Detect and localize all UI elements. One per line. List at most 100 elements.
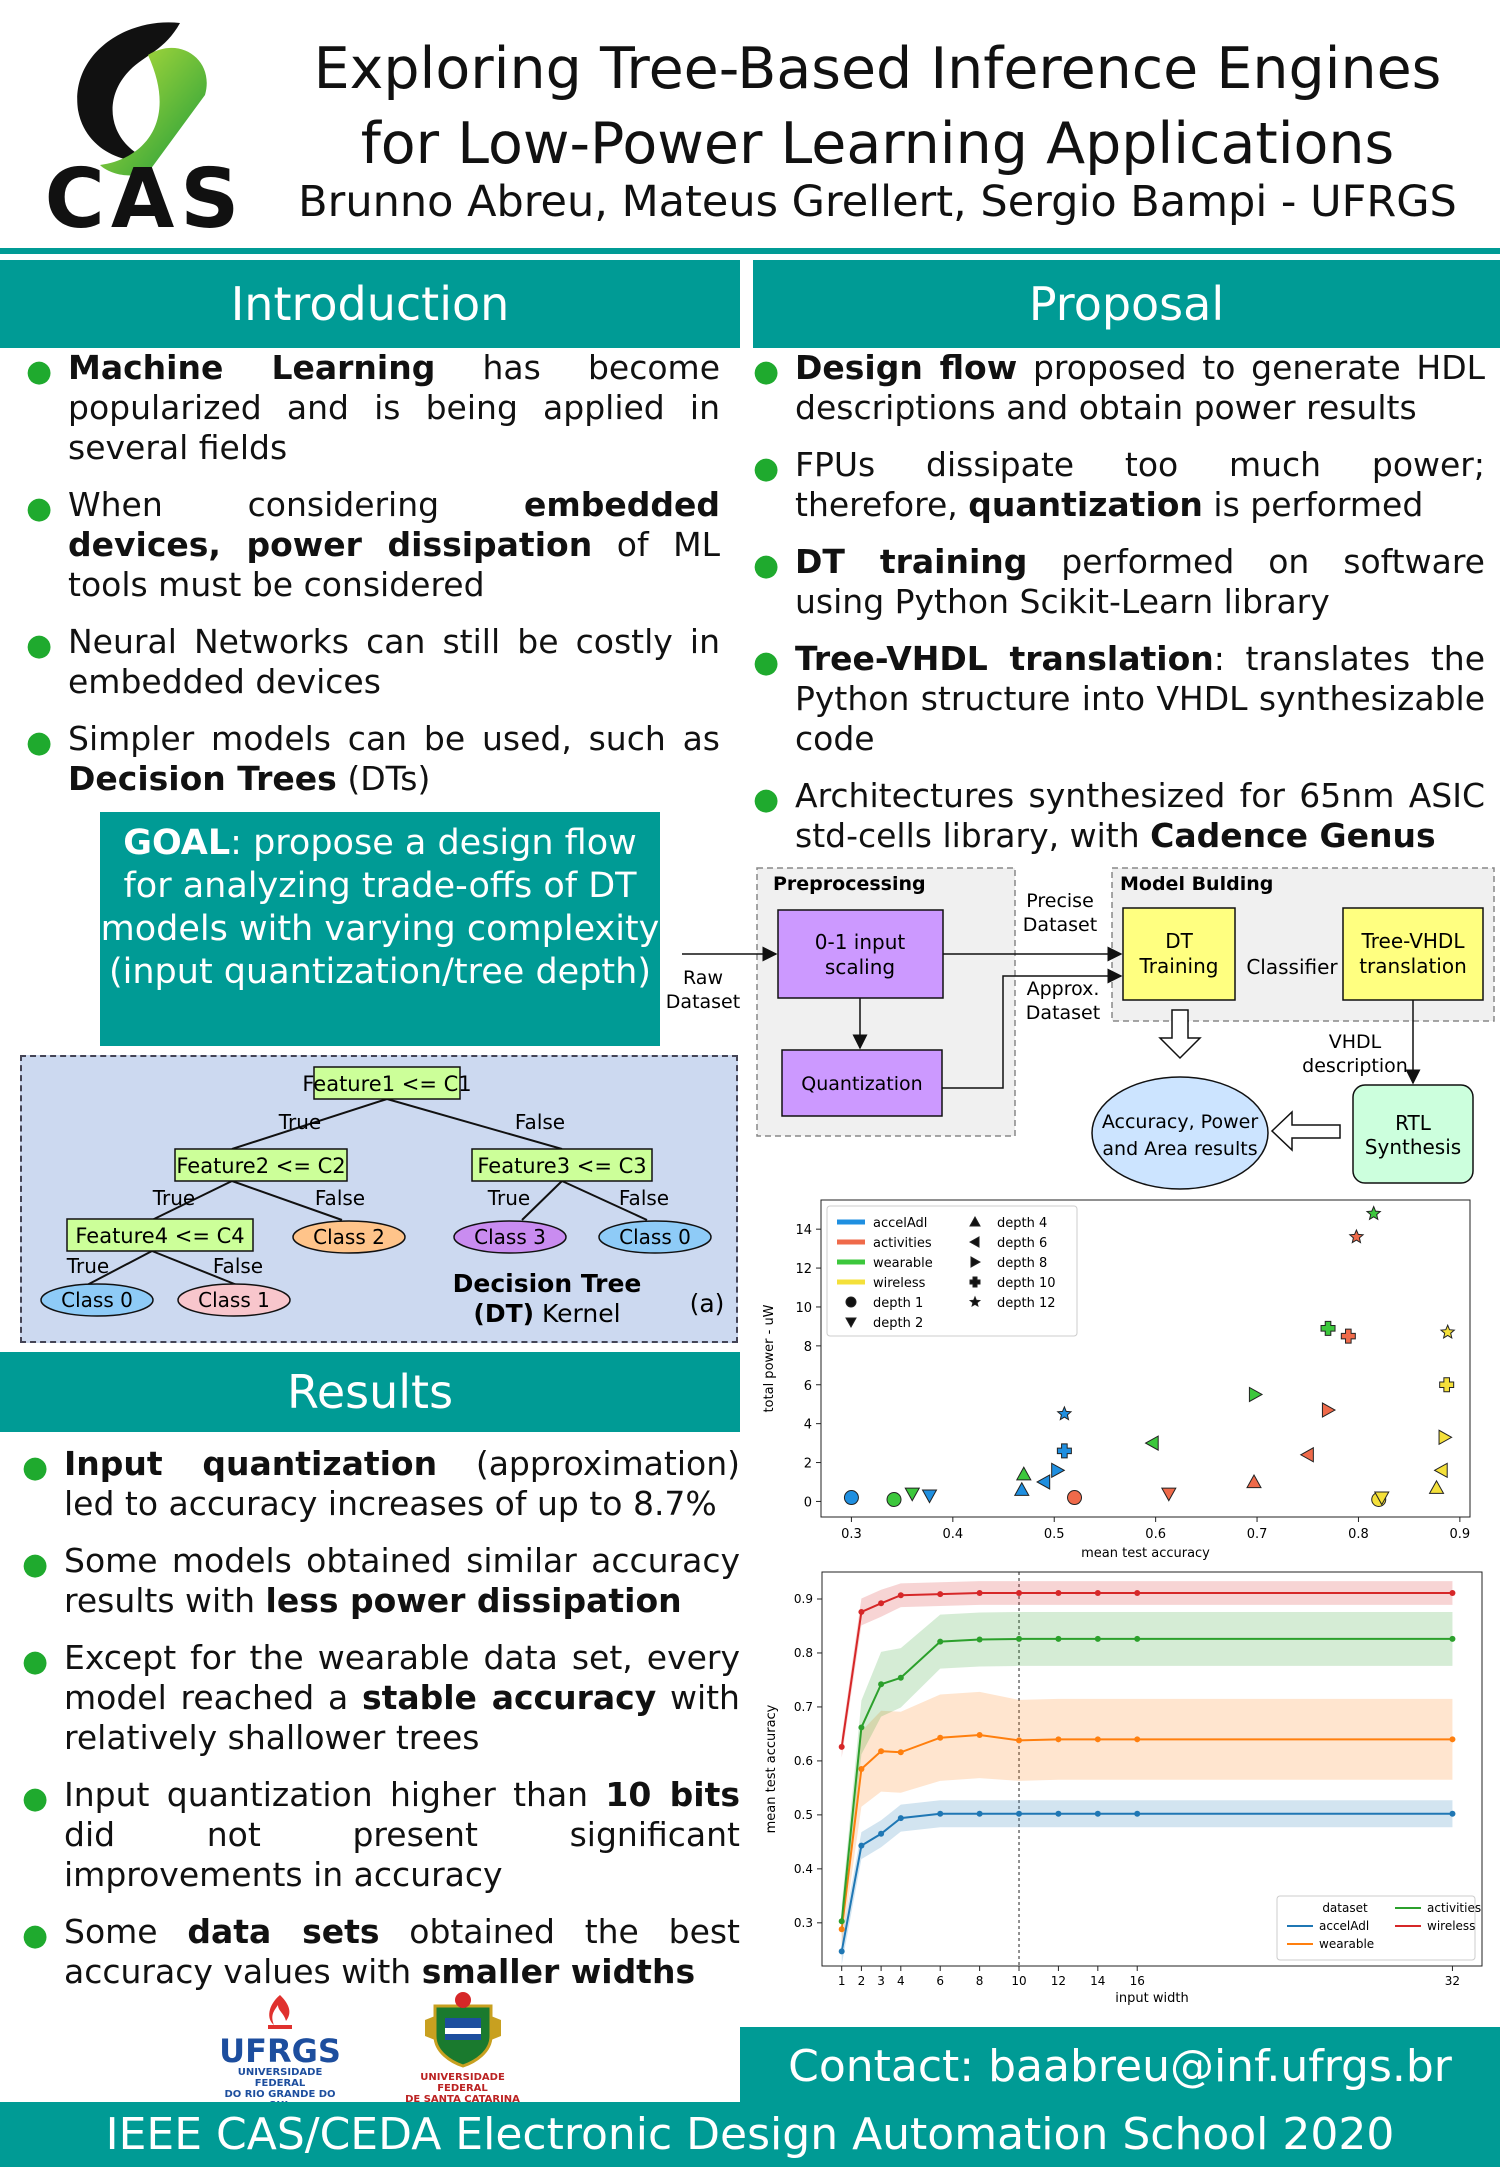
series-point [976,1590,983,1597]
y-tick-label: 14 [795,1223,812,1238]
scatter-point [921,1489,938,1504]
series-point [1016,1590,1023,1597]
introduction-bullet: ●Machine Learning has become popularized… [20,348,720,468]
y-tick-label: 0 [804,1495,812,1510]
poster-title: Exploring Tree-Based Inference Engines f… [265,32,1490,182]
series-point [1449,1590,1456,1597]
edge-label-true: True [487,1186,530,1210]
legend-label: wearable [1319,1937,1374,1951]
series-point [858,1608,865,1615]
ufsc-subtitle-1: UNIVERSIDADE FEDERAL [420,2072,505,2094]
legend-label: depth 12 [997,1296,1056,1311]
y-tick-label: 6 [804,1379,812,1394]
scatter-point [886,1491,902,1507]
y-tick-label: 8 [804,1340,812,1355]
scatter-point [1056,1405,1073,1421]
bullet-dot-icon: ● [22,1644,49,1679]
x-tick-label: 10 [1011,1974,1026,1988]
x-tick-label: 0.7 [1247,1527,1268,1542]
edge-label-false: False [515,1110,565,1134]
rtl-synthesis-box: RTL Synthesis [1352,1084,1474,1184]
bullet-emphasis: 10 bits [605,1775,740,1814]
precise-dataset-label-2: Dataset [1023,914,1097,936]
y-axis-label: mean test accuracy [764,1704,779,1833]
series-point [937,1591,944,1598]
bullet-dot-icon: ● [22,1918,49,1953]
scatter-point [1321,1402,1337,1418]
goal-label: GOAL [123,823,231,863]
scatter-point [904,1487,921,1502]
svg-text:0-1 input: 0-1 input [815,930,906,954]
edge-label-false: False [315,1186,365,1210]
series-point [1016,1737,1023,1744]
conference-text: IEEE CAS/CEDA Electronic Design Automati… [105,2109,1395,2160]
y-tick-label: 10 [795,1301,812,1316]
series-point [1094,1810,1101,1817]
bullet-emphasis: DT training [795,542,1028,581]
down-arrow-shape [1158,1009,1202,1060]
results-bullets: ●Input quantization (approximation) led … [16,1444,740,2009]
tree-node-feature2: Feature2 <= C2 [174,1148,348,1182]
edge-label-false: False [619,1186,669,1210]
legend-label: wireless [873,1276,926,1291]
tree-leaf-class3: Class 3 [453,1220,567,1254]
legend-label: activities [873,1236,932,1251]
bullet-emphasis: data sets [187,1912,380,1951]
series-point [976,1731,983,1738]
bullet-dot-icon: ● [753,354,780,389]
scatter-point [1144,1435,1159,1451]
x-tick-label: 0.9 [1450,1527,1471,1542]
bullet-text: Neural Networks can still be costly in e… [68,622,720,701]
y-tick-label: 4 [804,1418,812,1433]
series-point [937,1638,944,1645]
bullet-text: FPUs dissipate too much power; therefore… [795,445,1485,524]
series-point [1134,1810,1141,1817]
legend-frame [1276,1895,1476,1961]
legend-label: depth 8 [997,1256,1047,1271]
series-point [878,1600,885,1607]
series-point [1134,1590,1141,1597]
bullet-dot-icon: ● [22,1547,49,1582]
series-point [976,1810,983,1817]
bullet-text: Except for the wearable data set, every … [64,1638,740,1717]
scatter-point [1248,1386,1264,1403]
results-ellipse: Accuracy, Power and Area results [1091,1076,1269,1190]
series-point [838,1743,845,1750]
tree-vhdl-box: Tree-VHDL translation [1342,907,1484,1001]
series-point [976,1636,983,1643]
legend-label: depth 2 [873,1316,923,1331]
scatter-point [1439,1377,1455,1393]
scatter-point [1036,1474,1051,1490]
series-point [1055,1635,1062,1642]
bullet-text: performed on software using Python Sciki… [795,542,1485,621]
scaling-box: 0-1 input scaling [777,909,944,999]
proposal-bullets: ●Design flow proposed to generate HDL de… [747,348,1485,873]
svg-text:Feature4 <= C4: Feature4 <= C4 [75,1224,244,1248]
bullet-emphasis: Decision Trees [68,759,337,798]
x-axis-label: mean test accuracy [1081,1546,1210,1561]
y-tick-label: 0.7 [794,1700,813,1714]
scatter-point [1299,1446,1314,1463]
svg-text:Quantization: Quantization [801,1073,922,1095]
introduction-bullets: ●Machine Learning has become popularized… [20,348,720,816]
series-point [1016,1810,1023,1817]
bullet-text: is performed [1202,485,1424,524]
series-point [838,1948,845,1955]
legend-label: depth 4 [997,1216,1047,1231]
title-line-2: for Low-Power Learning Applications [360,111,1395,177]
y-tick-label: 0.8 [794,1646,813,1660]
svg-text:Class 2: Class 2 [313,1225,385,1249]
x-tick-label: 0.8 [1348,1527,1369,1542]
series-point [897,1815,904,1822]
scatter-point [1246,1473,1262,1489]
results-bullet: ● Except for the wearable data set, every… [16,1638,740,1758]
series-point [1449,1810,1456,1817]
tree-caption-line2: (DT) Kernel [473,1299,620,1328]
scatter-point [1428,1479,1445,1494]
series-point [937,1734,944,1741]
x-tick-label: 8 [976,1974,984,1988]
scatter-point [1015,1466,1032,1481]
series-point [878,1681,885,1688]
